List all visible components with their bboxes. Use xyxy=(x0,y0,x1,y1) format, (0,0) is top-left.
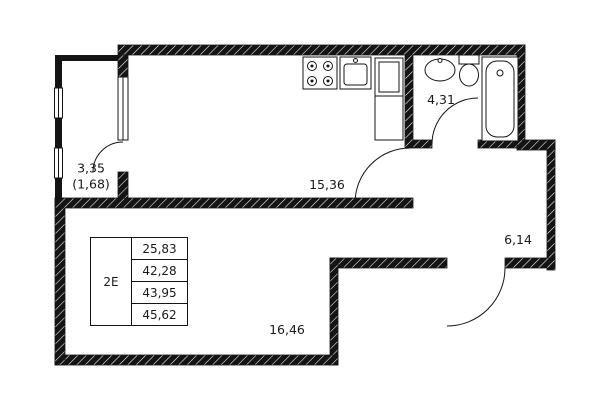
spec-value-row: 45,62 xyxy=(132,304,187,325)
wall-top xyxy=(117,44,526,56)
room-label-loggia: 3,35 (1,68) xyxy=(72,160,110,191)
walls-group xyxy=(54,44,556,366)
bathroom-group xyxy=(424,54,519,142)
kitchen-sink xyxy=(339,56,372,90)
room-label-bathroom: 4,31 xyxy=(427,92,455,108)
spec-value-row: 43,95 xyxy=(132,282,187,303)
wall-mid-horizontal xyxy=(54,197,414,209)
kitchen-group xyxy=(302,56,404,141)
wall-kitchen-bath-divider xyxy=(404,54,414,149)
loggia-window-left-1 xyxy=(54,87,63,119)
loggia-area: 3,35 xyxy=(77,160,105,176)
wall-left-lower xyxy=(54,197,66,366)
room-label-room: 16,46 xyxy=(269,322,305,338)
bathroom-door-arc xyxy=(431,97,479,145)
entrance-door-arc xyxy=(446,267,506,327)
loggia-door-arc xyxy=(92,141,124,173)
spec-value-row: 42,28 xyxy=(132,260,187,281)
wall-bath-bottom-left xyxy=(412,139,433,149)
room-window xyxy=(117,76,129,141)
living-door-arc xyxy=(354,147,411,204)
wall-bottom xyxy=(54,354,339,366)
room-label-living: 15,36 xyxy=(309,177,345,193)
spec-table: 2Е 25,83 42,28 43,95 45,62 xyxy=(90,237,188,326)
doors-group xyxy=(92,97,506,327)
wall-hall-bottom-left xyxy=(329,257,448,269)
bathtub xyxy=(481,56,519,142)
toilet xyxy=(458,54,480,87)
room-label-hall: 6,14 xyxy=(504,232,532,248)
spec-value-row: 25,83 xyxy=(132,238,187,259)
kitchen-cabinet xyxy=(374,57,404,141)
wall-loggia-room-upper xyxy=(117,54,129,78)
wall-notch-vertical xyxy=(329,257,339,366)
wall-hall-bottom-right xyxy=(504,257,556,269)
wall-loggia-top xyxy=(55,55,118,61)
washbasin xyxy=(424,58,456,82)
wall-loggia-left xyxy=(55,55,62,200)
wall-loggia-room-lower xyxy=(117,171,129,199)
spec-type-label: 2Е xyxy=(91,238,131,325)
loggia-window-left-2 xyxy=(54,147,63,179)
stove xyxy=(302,56,338,90)
loggia-area-reduced: (1,68) xyxy=(72,176,110,191)
wall-hall-right xyxy=(546,139,556,271)
loggia-walls-group xyxy=(54,54,129,200)
